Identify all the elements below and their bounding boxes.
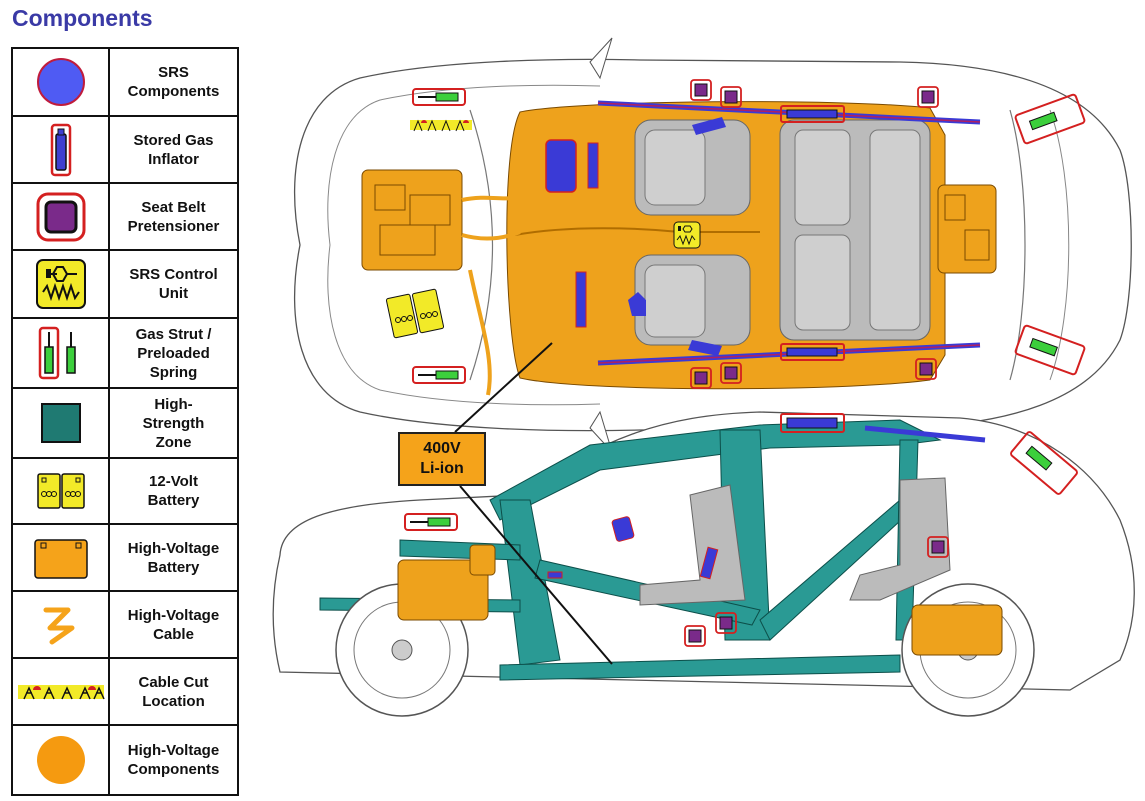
legend-label: Cable Cut Location <box>108 657 239 726</box>
top-view-vehicle <box>294 37 1132 453</box>
legend-row: High-Voltage Battery <box>11 523 239 592</box>
legend-table: SRS Components Stored Gas Inflator Seat … <box>11 47 239 796</box>
legend-row: High-Voltage Components <box>11 724 239 796</box>
legend-label: Gas Strut / Preloaded Spring <box>108 317 239 389</box>
legend-label: SRS Control Unit <box>108 249 239 319</box>
stored-gas-inflator-icon <box>50 123 71 176</box>
srs-component-icon <box>36 58 85 106</box>
legend-row: Stored Gas Inflator <box>11 115 239 184</box>
cable-cut-location-icon <box>17 684 105 699</box>
srs-control-unit-icon <box>35 259 86 309</box>
legend-row: Cable Cut Location <box>11 657 239 726</box>
seat-belt-pretensioner-icon <box>36 192 85 241</box>
legend-row: High- Strength Zone <box>11 387 239 459</box>
12v-battery-top <box>385 288 445 339</box>
legend-row: High-Voltage Cable <box>11 590 239 659</box>
legend-label: High-Voltage Cable <box>108 590 239 659</box>
legend-label: High- Strength Zone <box>108 387 239 459</box>
gas-strut-top <box>412 88 1086 384</box>
high-strength-zone-icon <box>40 403 81 443</box>
gas-strut-icon <box>38 326 76 380</box>
side-view-vehicle <box>272 411 1135 717</box>
legend-row: Gas Strut / Preloaded Spring <box>11 317 239 389</box>
legend-label: Stored Gas Inflator <box>108 115 239 184</box>
legend-label: SRS Components <box>108 47 239 117</box>
page-title: Components <box>12 5 153 31</box>
battery-callout: 400V Li-ion <box>398 432 486 486</box>
legend-label: High-Voltage Components <box>108 724 239 796</box>
12-volt-battery-icon <box>36 473 85 509</box>
high-voltage-component-icon <box>36 736 85 784</box>
srs-control-unit-top <box>673 221 701 249</box>
seat-belt-pretensioners-top <box>694 83 935 385</box>
cable-cut-location-top <box>410 119 472 132</box>
high-voltage-battery-icon <box>33 538 88 579</box>
legend-row: Seat Belt Pretensioner <box>11 182 239 251</box>
legend-row: 12-Volt Battery <box>11 457 239 525</box>
legend-row: SRS Control Unit <box>11 249 239 319</box>
vehicle-diagram <box>272 37 1135 717</box>
legend-label: Seat Belt Pretensioner <box>108 182 239 251</box>
legend-label: High-Voltage Battery <box>108 523 239 592</box>
legend-label: 12-Volt Battery <box>108 457 239 525</box>
legend-row: SRS Components <box>11 47 239 117</box>
high-voltage-cable-icon <box>43 607 74 644</box>
